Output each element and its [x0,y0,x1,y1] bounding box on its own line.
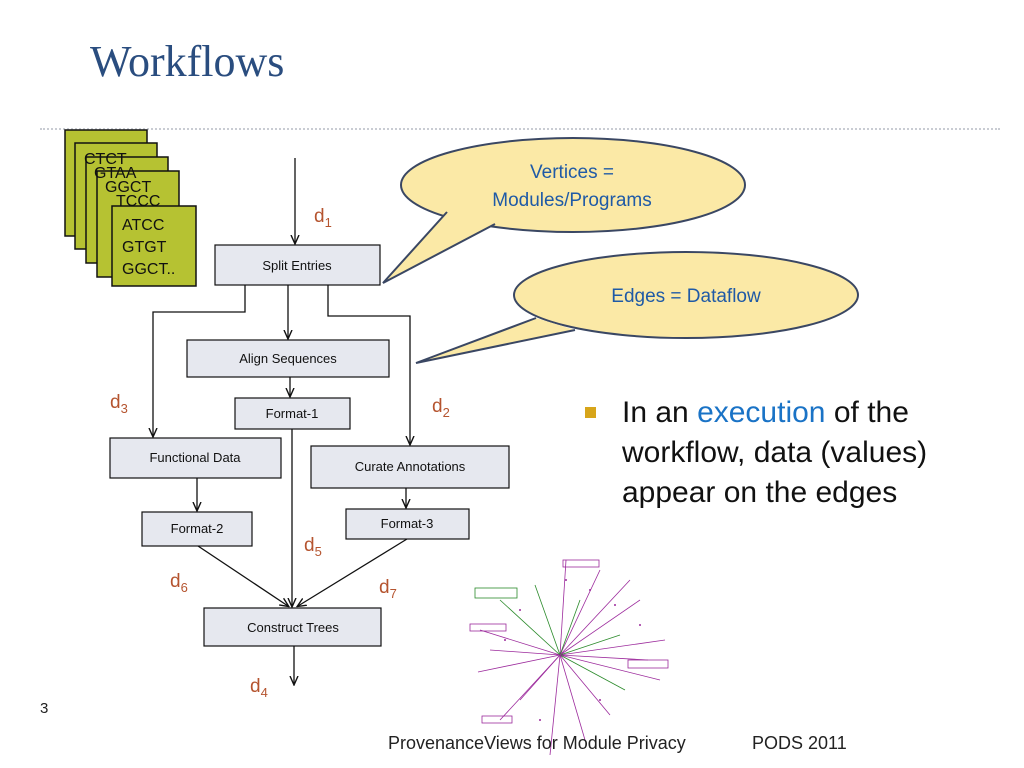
callout-edges-text: Edges = Dataflow [611,286,761,307]
edge-label-d1: d1 [314,206,332,230]
bullet-text-post: of the workflow, data (values) appear on… [622,396,928,509]
callout-vertices: Vertices = Modules/Programs [382,137,746,284]
edge-label-d2: d2 [432,396,450,420]
module-format-3: Format-3 [345,508,470,540]
functional-data-label: Functional Data [149,450,241,465]
callout-vertices-line2: Modules/Programs [492,190,651,211]
back-card-text-3: GGCT [105,179,151,196]
back-card-text-1: CTCT [84,151,127,168]
title-divider [40,128,1000,130]
curate-annotations-label: Curate Annotations [355,459,466,474]
bullet-text: In an execution of the workflow, data (v… [622,393,992,513]
edge-d6 [197,545,288,606]
split-entries-label: Split Entries [262,258,332,273]
slide-number: 3 [40,700,49,717]
format-2-label: Format-2 [171,521,224,536]
edge-d3 [153,285,246,436]
sequence-line-1: ATCC [122,217,164,234]
sequence-line-2: GTGT [122,239,167,256]
edge-label-d6: d6 [170,571,188,595]
footer-title: ProvenanceViews for Module Privacy [388,733,686,753]
edge-d7 [298,538,408,606]
workflow-edges [153,158,410,684]
bullet-text-highlight: execution [697,396,826,429]
bullet-marker [585,407,596,418]
edge-label-d7: d7 [379,577,397,601]
sequence-line-3: GGCT.. [122,261,175,278]
edge-label-d3: d3 [110,392,128,416]
format-1-label: Format-1 [266,406,319,421]
edge-label-d4: d4 [250,676,268,700]
module-format-2: Format-2 [141,511,253,547]
callout-edges: Edges = Dataflow [415,251,859,364]
module-align-sequences: Align Sequences [186,339,390,378]
bullet-text-pre: In an [622,396,698,429]
module-construct-trees: Construct Trees [203,607,382,647]
construct-trees-label: Construct Trees [247,620,339,635]
align-sequences-label: Align Sequences [239,351,337,366]
edge-d2 [327,285,410,444]
edge-label-d5: d5 [304,535,322,559]
sequence-cards: CTCT GTAA GGCT TCCC ATCC GTGT GGCT.. [64,129,197,287]
module-curate-annotations: Curate Annotations [310,445,510,489]
module-split-entries: Split Entries [214,244,381,286]
module-functional-data: Functional Data [109,437,282,479]
module-format-1: Format-1 [234,397,351,430]
footer-venue: PODS 2011 [752,733,847,753]
format-3-label: Format-3 [381,516,434,531]
phylogenetic-tree-icon [469,559,669,756]
back-card-text-2: GTAA [94,165,137,182]
callout-vertices-line1: Vertices = [530,162,614,183]
slide-title: Workflows [90,37,285,86]
sequence-card-front [111,205,197,287]
